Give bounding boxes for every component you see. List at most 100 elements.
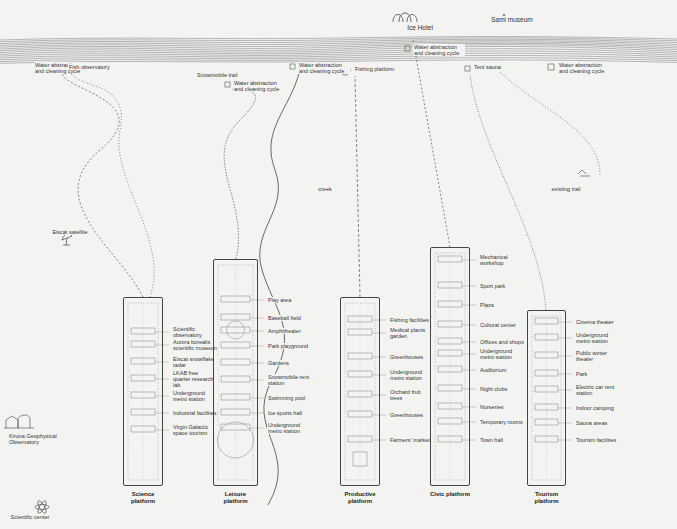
leader-line — [250, 331, 264, 332]
lake-hatching — [0, 37, 677, 64]
callout-label: Greenhouses — [389, 354, 424, 360]
plan-strip — [218, 265, 253, 480]
plan-cell — [438, 385, 462, 391]
callout-label: Snowmobile trail — [196, 72, 238, 78]
civic-route — [413, 40, 450, 247]
callout-label: Mechanical workshop — [479, 254, 525, 266]
platform-box: Leisure platform — [213, 259, 258, 486]
callout-label: Scientific center — [10, 514, 51, 520]
wave-line — [0, 37, 677, 40]
leader-line — [155, 345, 169, 346]
plan-cell — [535, 436, 558, 442]
callout-label: Indoor camping — [575, 405, 615, 411]
callout-label: Aurora borealis scientific museum — [172, 339, 218, 351]
leader-line — [558, 356, 572, 357]
plan-cell — [221, 394, 250, 400]
leader-lines — [155, 260, 572, 440]
callout-label: Plaza — [479, 302, 495, 308]
leader-line — [250, 380, 264, 381]
science-route — [62, 72, 143, 297]
tourism-route — [470, 75, 546, 310]
leader-line — [250, 318, 264, 319]
callout-label: Underground metro station — [479, 348, 525, 360]
callout-label: Medical plants garden — [389, 327, 435, 339]
callout-label: Nurseries — [479, 404, 505, 410]
platform-box: Productive platform — [340, 297, 380, 486]
callout-label: Snowmobile rent station — [267, 374, 313, 386]
callout-label: Play area — [267, 297, 292, 303]
platform-title: Civic platform — [428, 491, 472, 498]
leader-line — [372, 395, 386, 396]
trail-line — [500, 72, 600, 175]
leader-line — [155, 362, 169, 363]
callout-label: Orchard fruit trees — [389, 389, 435, 401]
plan-cell — [131, 341, 155, 347]
plan-strip — [128, 303, 158, 480]
platform-title: Science platform — [121, 491, 165, 505]
callout-label: existing trail — [550, 186, 581, 192]
callout-label: Tourism facilities — [575, 437, 617, 443]
leader-line — [250, 346, 264, 347]
callout-label: Gardens — [267, 360, 290, 366]
plan-cell — [348, 436, 372, 442]
wave-line — [0, 55, 677, 59]
callout-label: creek — [317, 186, 332, 192]
leader-line — [372, 415, 386, 416]
plan-cell — [221, 314, 250, 320]
callout-label: Baseball field — [267, 315, 302, 321]
platform-title: Tourism platform — [525, 491, 569, 505]
plan-cell — [438, 321, 462, 327]
leader-line — [558, 322, 572, 323]
callout-label: Eiscat satellite — [51, 229, 88, 235]
callout-label: Water abstraction and cleaning cycle — [298, 62, 350, 74]
plan-cell — [348, 411, 372, 417]
plan-cell — [438, 436, 462, 442]
callout-label: Eiscat snowflake radar — [172, 356, 218, 368]
callout-label: Underground metro station — [172, 390, 218, 402]
callout-label: Water abstraction and cleaning cycle — [233, 80, 285, 92]
callout-label: Water abstraction and cleaning cycle — [558, 62, 610, 74]
leader-line — [558, 390, 572, 391]
leader-line — [372, 375, 386, 376]
callout-label: Tent sauna — [473, 64, 502, 70]
plan-cell — [438, 301, 462, 307]
leader-line — [462, 370, 476, 371]
callout-label: Town hall — [479, 437, 504, 443]
science-route-b — [70, 72, 154, 297]
atom-icon — [35, 500, 49, 515]
platform-plans — [128, 253, 561, 480]
platform-box: Science platform — [123, 297, 163, 486]
leader-line — [558, 338, 572, 339]
plan-cell — [348, 371, 372, 377]
leader-line — [462, 286, 476, 287]
trail-walker-icon — [578, 170, 590, 176]
callout-label: Ice sports hall — [267, 410, 303, 416]
plan-cell — [438, 338, 462, 344]
leader-line — [155, 396, 169, 397]
plan-strip — [435, 253, 465, 480]
plan-cell — [131, 426, 155, 432]
plan-cell — [535, 386, 558, 392]
leader-line — [155, 332, 169, 333]
plan-cell — [131, 328, 155, 334]
callout-label: Ice Hotel — [406, 24, 434, 31]
callout-label: Virgin Galactic space tourism — [172, 424, 218, 436]
plan-cell — [438, 350, 462, 356]
platform-title: Leisure platform — [214, 491, 258, 505]
callout-label: Night clubs — [479, 386, 508, 392]
plan-cell — [438, 282, 462, 288]
callout-label: Public winter theater — [575, 350, 621, 362]
callout-label: Greenhouses — [389, 412, 424, 418]
plan-strip — [532, 316, 561, 480]
plan-axis — [235, 267, 236, 478]
plan-cell — [535, 404, 558, 410]
plan-cell — [438, 366, 462, 372]
plan-cell — [221, 296, 250, 302]
leader-line — [462, 389, 476, 390]
callout-label: Fish observatory — [68, 64, 111, 70]
callout-label: Cinema theater — [575, 319, 615, 325]
leader-line — [558, 440, 572, 441]
wave-line — [0, 58, 677, 62]
leader-line — [250, 428, 264, 429]
